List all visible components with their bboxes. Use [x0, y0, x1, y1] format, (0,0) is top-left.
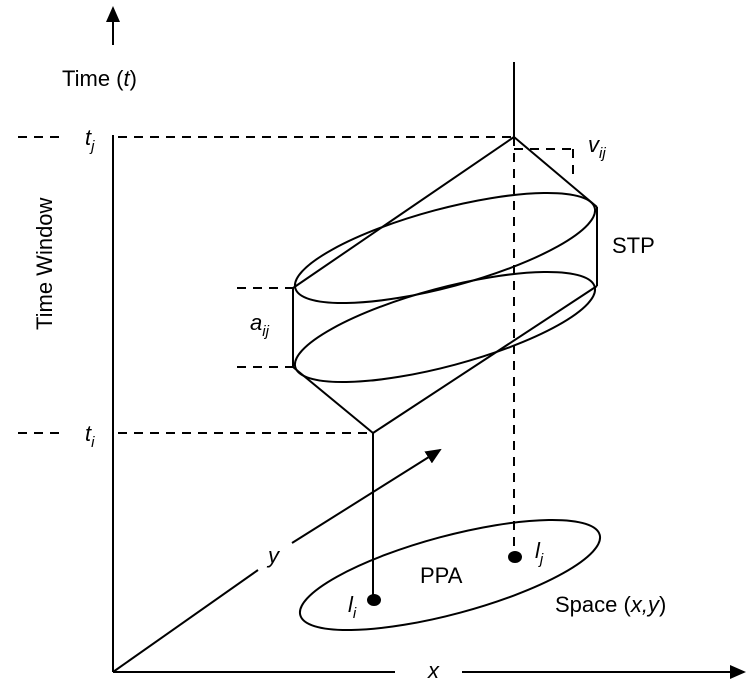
vij-label: vij: [588, 132, 606, 162]
y-axis-label: y: [266, 543, 281, 568]
upper-cone-left: [292, 136, 515, 289]
space-label: Space (x,y): [555, 592, 666, 617]
li-point: [367, 594, 381, 606]
y-axis-segment-upper: [291, 448, 442, 544]
lower-cone-left: [292, 366, 374, 434]
lower-cone-right: [372, 285, 598, 434]
upper-cone-right: [513, 136, 598, 208]
stp-bottom-ellipse: [293, 270, 597, 384]
time-window-label: Time Window: [32, 197, 57, 330]
stp-label: STP: [612, 233, 655, 258]
ppa-label: PPA: [420, 563, 463, 588]
ti-label: ti: [85, 421, 95, 451]
x-axis-label: x: [427, 658, 440, 681]
ppa-ellipse: [298, 518, 602, 632]
time-axis-label: Time (t): [62, 66, 137, 91]
li-label: li: [348, 592, 357, 622]
aij-label: aij: [250, 310, 270, 340]
stp-top-ellipse: [293, 191, 597, 305]
tj-label: tj: [85, 125, 95, 155]
lj-point: [508, 551, 522, 563]
lj-label: lj: [535, 538, 544, 568]
y-axis-segment-lower: [112, 569, 259, 673]
